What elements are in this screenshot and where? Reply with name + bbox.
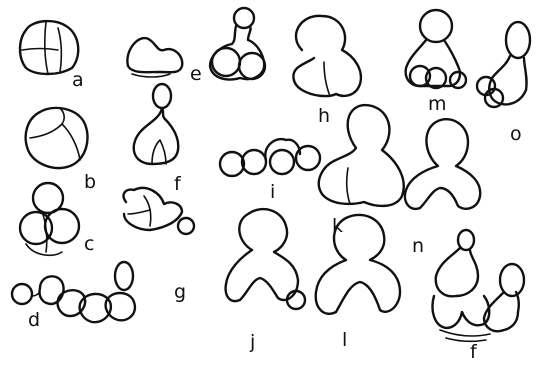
figure-d-label: d xyxy=(28,309,40,331)
figure-n-label: n xyxy=(412,235,424,257)
figure-e-label: e xyxy=(190,63,202,85)
figure-e-budding-cell xyxy=(208,6,267,81)
figure-j-cell xyxy=(224,207,307,311)
figure-l-label: l xyxy=(342,329,347,351)
figure-m-label: m xyxy=(428,93,447,115)
figure-m-cell xyxy=(404,8,468,90)
figure-g-lobed-cluster xyxy=(122,186,196,236)
figure-k-cell xyxy=(317,103,405,208)
figure-c-label: c xyxy=(84,233,94,255)
figure-b-cell-cluster xyxy=(24,106,89,170)
figure-l-cell xyxy=(314,213,402,315)
figure-a-cell-cluster xyxy=(18,19,80,76)
figure-c-cell-cluster xyxy=(18,181,81,257)
figure-d-cell-chain xyxy=(10,260,137,324)
figure-h-cell xyxy=(292,14,363,98)
figure-j-label: j xyxy=(249,331,255,353)
figure-o-label: o xyxy=(510,123,522,145)
figure-f2-label: f xyxy=(470,341,478,363)
figure-i-label: i xyxy=(270,181,275,203)
figure-i-cell-chain xyxy=(218,137,322,178)
figure-g-label: g xyxy=(174,281,186,303)
figure-b-label: b xyxy=(84,171,96,193)
figure-f2-dividing-cluster xyxy=(431,228,526,343)
figure-n-cell xyxy=(403,118,482,211)
figure-f-flask-cell xyxy=(132,82,180,166)
figure-e-small-cell xyxy=(126,36,184,78)
figure-h-label: h xyxy=(318,105,330,127)
figure-o-cell xyxy=(475,20,532,109)
figure-f-label: f xyxy=(174,173,182,195)
figure-a-label: a xyxy=(72,69,84,91)
